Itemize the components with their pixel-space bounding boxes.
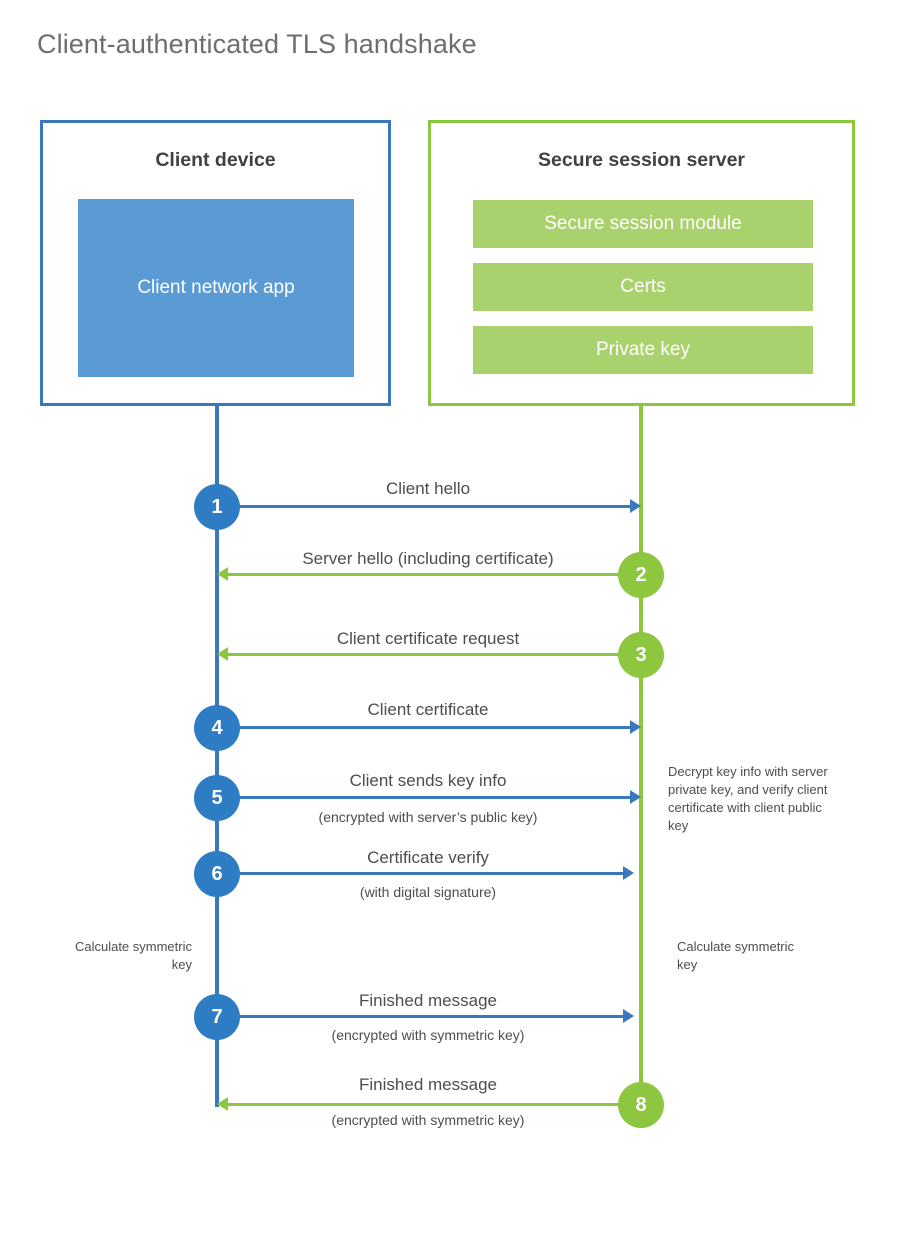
step-circle-7[interactable]: 7 xyxy=(194,994,240,1040)
client-network-app-label: Client network app xyxy=(137,277,295,299)
step-3-arrow-head xyxy=(217,647,228,661)
step-6-label: Certificate verify xyxy=(367,848,489,867)
step-7-label: Finished message xyxy=(359,991,497,1010)
step-5-arrow-head xyxy=(630,790,641,804)
step-6-arrow-head xyxy=(623,866,634,880)
client-calculate-symmetric-key-annotation: Calculate symmetric key xyxy=(74,939,192,972)
server-decrypt-annotation: Decrypt key info with server private key… xyxy=(668,764,828,833)
step-7-arrow-head xyxy=(623,1009,634,1023)
secure-session-server-box: Secure session server Secure session mod… xyxy=(428,120,855,406)
step-1-label: Client hello xyxy=(385,479,471,498)
step-4-arrow-line xyxy=(217,726,632,729)
step-circle-8[interactable]: 8 xyxy=(618,1082,664,1128)
step-3-arrow-line xyxy=(228,653,641,656)
client-lifeline xyxy=(215,403,219,1107)
client-network-app-block: Client network app xyxy=(78,199,354,377)
step-1-arrow-head xyxy=(630,499,641,513)
private-key-block: Private key xyxy=(473,326,813,374)
step-2-arrow-line xyxy=(228,573,641,576)
certs-block: Certs xyxy=(473,263,813,311)
step-circle-5[interactable]: 5 xyxy=(194,775,240,821)
step-7-sublabel: (encrypted with symmetric key) xyxy=(331,1027,525,1043)
secure-session-module-label: Secure session module xyxy=(544,213,742,234)
private-key-label: Private key xyxy=(596,339,690,360)
step-5-arrow-line xyxy=(217,796,632,799)
step-4-arrow-head xyxy=(630,720,641,734)
server-lifeline xyxy=(639,403,643,1107)
secure-session-module-block: Secure session module xyxy=(473,200,813,248)
step-6-arrow-line xyxy=(217,872,625,875)
step-circle-1[interactable]: 1 xyxy=(194,484,240,530)
step-3-label: Client certificate request xyxy=(336,629,520,648)
step-8-label: Finished message xyxy=(359,1075,497,1094)
step-1-arrow-line xyxy=(217,505,632,508)
step-8-arrow-line xyxy=(228,1103,641,1106)
step-2-label: Server hello (including certificate) xyxy=(302,549,554,568)
client-device-title: Client device xyxy=(155,149,276,171)
certs-label: Certs xyxy=(620,276,666,297)
step-circle-2[interactable]: 2 xyxy=(618,552,664,598)
step-8-sublabel: (encrypted with symmetric key) xyxy=(331,1112,525,1128)
step-8-arrow-head xyxy=(217,1097,228,1111)
step-4-label: Client certificate xyxy=(367,700,489,719)
step-2-arrow-head xyxy=(217,567,228,581)
page-title: Client-authenticated TLS handshake xyxy=(37,29,477,59)
step-6-sublabel: (with digital signature) xyxy=(359,884,497,900)
step-7-arrow-line xyxy=(217,1015,625,1018)
step-5-label: Client sends key info xyxy=(349,771,507,790)
step-circle-6[interactable]: 6 xyxy=(194,851,240,897)
step-circle-3[interactable]: 3 xyxy=(618,632,664,678)
server-calculate-symmetric-key-annotation: Calculate symmetric key xyxy=(677,939,795,972)
client-device-box: Client device Client network app xyxy=(40,120,391,406)
step-5-sublabel: (encrypted with server’s public key) xyxy=(318,809,538,825)
step-circle-4[interactable]: 4 xyxy=(194,705,240,751)
secure-session-server-title: Secure session server xyxy=(537,149,746,171)
